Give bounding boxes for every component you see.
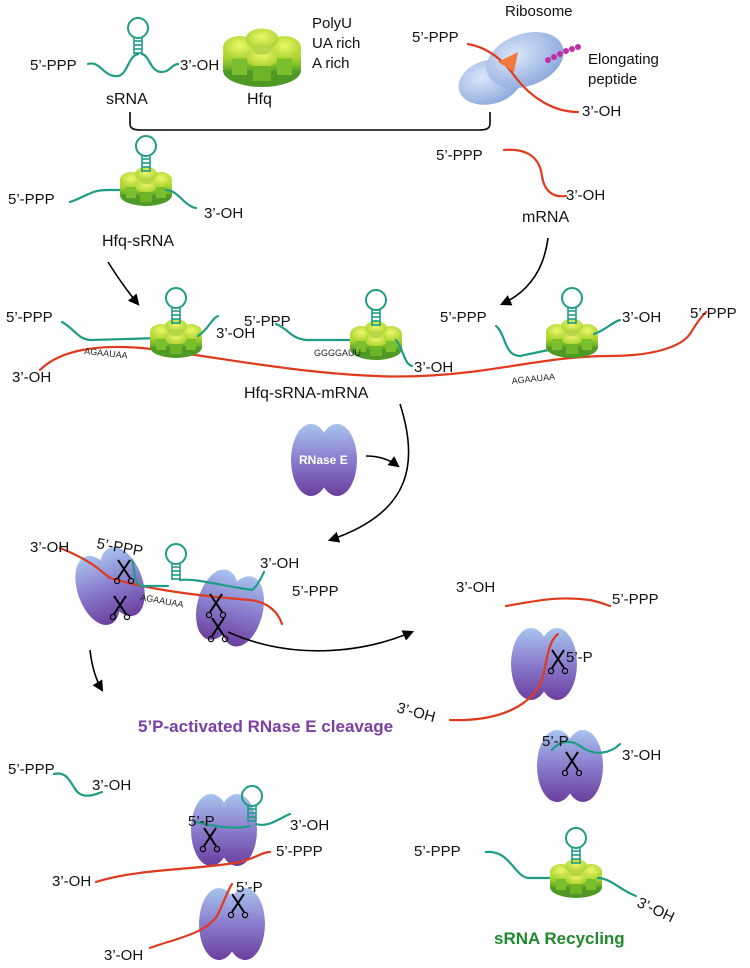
- srna-label: sRNA: [106, 91, 148, 108]
- r-srna-3oh-label: 3’-OH: [622, 747, 661, 764]
- rnase-bound-mrna-product: 3’-OH 5’-PPP 5’-P 3’-OH: [52, 843, 323, 964]
- arrow-complex-to-cleavage: [327, 403, 410, 543]
- bl-srna-5p-label: 5’-P: [188, 813, 215, 830]
- rnase-e-free: RNase E: [291, 424, 357, 496]
- right-mrna-cleavage: 3’-OH 5’-PPP 5’-P 3’-OH: [395, 579, 659, 726]
- right-srna-cleavage: 5’-P 3’-OH: [537, 730, 661, 802]
- recycling-title: sRNA Recycling: [494, 929, 625, 948]
- hfq-label: Hfq: [247, 91, 272, 108]
- c2-3oh-label: 3’-OH: [414, 359, 453, 376]
- srna-5ppp-label: 5’-PPP: [30, 57, 77, 74]
- hfq-srna-5ppp-label: 5’-PPP: [8, 191, 55, 208]
- c1-mrna-3oh-label: 3’-OH: [12, 369, 51, 386]
- bl-mrna-5p-label: 5’-P: [236, 879, 263, 896]
- hfq-srna-label: Hfq-sRNA: [102, 233, 174, 250]
- ua-rich-label: UA rich: [312, 35, 360, 52]
- a-rich-label: A rich: [312, 55, 350, 72]
- r-recycle-3oh-label: 3’-OH: [634, 894, 677, 926]
- r-mrna-3oh-bottom-label: 3’-OH: [395, 699, 437, 726]
- elongating-peptide: [545, 44, 581, 63]
- seq-agaauaa-3: AGAAUAA: [140, 592, 185, 609]
- c3-mrna-5ppp-label: 5’-PPP: [690, 305, 737, 322]
- bl-frag-3oh-label: 3’-OH: [92, 777, 131, 794]
- hfq-protein: Hfq PolyU UA rich A rich: [223, 15, 360, 108]
- recycled-hfq-srna: 5’-PPP 3’-OH: [414, 827, 677, 926]
- arrow-rnase-join: [365, 455, 400, 468]
- cc-5ppp-right-label: 5’-PPP: [292, 583, 339, 600]
- seq-ggggauu: GGGGAUU: [314, 348, 361, 358]
- ribosome-label: Ribosome: [505, 3, 573, 20]
- r-recycle-5ppp-label: 5’-PPP: [414, 843, 461, 860]
- bl-mrna-5ppp-label: 5’-PPP: [276, 843, 323, 860]
- hfq-srna-mrna-complex: AGAAUAA 5’-PPP 3’-OH 3’-OH GGGGAUU 5’-PP…: [6, 287, 737, 402]
- cleavage-title: 5’P-activated RNase E cleavage: [138, 717, 393, 736]
- r-srna-5p-label: 5’-P: [542, 733, 569, 750]
- seq-agaauaa-2: AGAAUAA: [511, 371, 555, 385]
- hfq-srna-complex: 5’-PPP 3’-OH Hfq-sRNA: [8, 135, 243, 250]
- cc-3oh-right-label: 3’-OH: [260, 555, 299, 572]
- c1-3oh-label: 3’-OH: [216, 325, 255, 342]
- mrna-5ppp-label: 5’-PPP: [436, 147, 483, 164]
- peptide-label: peptide: [588, 71, 637, 88]
- arrow-cleavage-right: [227, 630, 415, 652]
- rnase-bound-srna-product: 5’-P 3’-OH: [188, 785, 329, 866]
- mrna-label: mRNA: [522, 209, 569, 226]
- bl-srna-3oh-label: 3’-OH: [290, 817, 329, 834]
- arrow-hfq-srna-to-complex: [107, 261, 140, 306]
- free-srna: 5’-PPP 3’-OH sRNA: [30, 17, 219, 108]
- c2-5ppp-label: 5’-PPP: [244, 313, 291, 330]
- hfq-srna-3oh-label: 3’-OH: [204, 205, 243, 222]
- c1-5ppp-label: 5’-PPP: [6, 309, 53, 326]
- ribo-mrna-3oh-label: 3’-OH: [582, 103, 621, 120]
- bl-mrna-3oh-label: 3’-OH: [52, 873, 91, 890]
- hfq-srna-mrna-label: Hfq-sRNA-mRNA: [244, 385, 369, 402]
- srna-3oh-label: 3’-OH: [180, 57, 219, 74]
- arrow-mrna-to-complex: [499, 237, 549, 306]
- ribo-mrna-5ppp-label: 5’-PPP: [412, 29, 459, 46]
- polyu-label: PolyU: [312, 15, 352, 32]
- ribosome-translating-mrna: Ribosome 5’-PPP Elongating peptide 3’-OH: [412, 3, 659, 120]
- rnase-e-label: RNase E: [299, 453, 348, 467]
- top-bracket: [129, 112, 491, 131]
- rnase-e-cleavage-complex: AGAAUAA 3’-OH 5’-PPP 3’-OH 5’-PPP: [30, 535, 339, 652]
- r-mrna-3oh-top-label: 3’-OH: [456, 579, 495, 596]
- cc-3oh-left-label: 3’-OH: [30, 539, 69, 556]
- r-mrna-5p-label: 5’-P: [566, 649, 593, 666]
- c3-5ppp-label: 5’-PPP: [440, 309, 487, 326]
- arrow-cleavage-down: [89, 649, 104, 692]
- r-mrna-5ppp-label: 5’-PPP: [612, 591, 659, 608]
- cleaved-srna-fragment: 5’-PPP 3’-OH: [8, 761, 131, 797]
- bl-frag-5ppp-label: 5’-PPP: [8, 761, 55, 778]
- c3-3oh-label: 3’-OH: [622, 309, 661, 326]
- seq-agaauaa-1: AGAAUAA: [84, 346, 128, 360]
- free-mrna: 5’-PPP 3’-OH mRNA: [436, 147, 605, 226]
- mrna-3oh-label: 3’-OH: [566, 187, 605, 204]
- elongating-label: Elongating: [588, 51, 659, 68]
- bl-mrna-3oh-bottom-label: 3’-OH: [104, 947, 143, 964]
